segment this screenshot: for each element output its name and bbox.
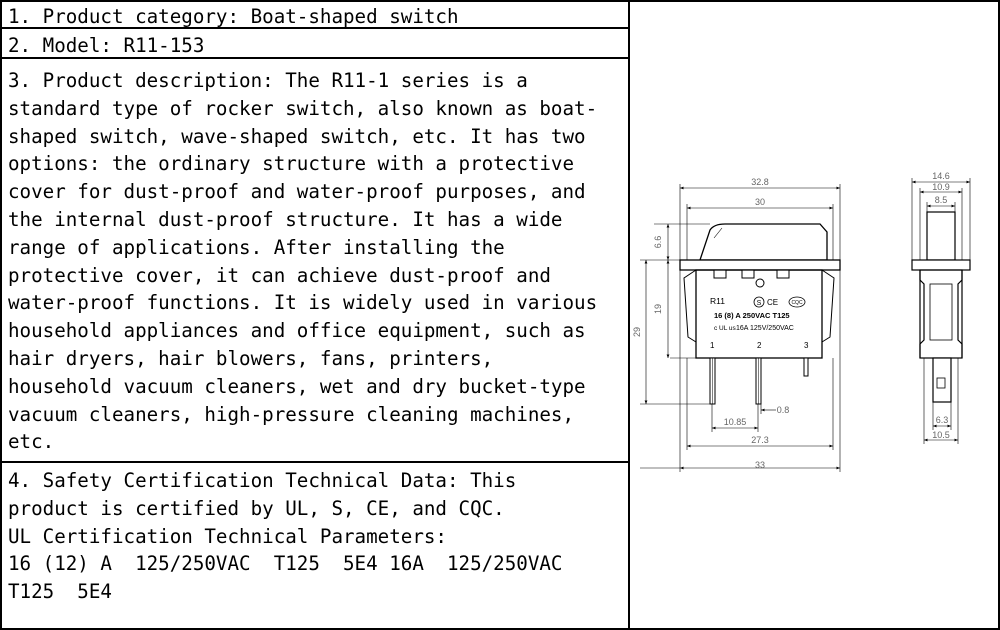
description-line: hair dryers, hair blowers, fans, printer…	[8, 346, 494, 370]
pin-label-3: 3	[804, 341, 809, 350]
front-markings: R11 S CE CQC 16 (8) A 250VAC T125 c UL u…	[710, 296, 809, 350]
front-dimension-labels: 32.8 30 6.6 19 29 10.85 0.8 27.3 33	[632, 177, 789, 470]
product-model: 2. Model: R11-153	[8, 34, 205, 57]
description-line: protective cover, it can achieve dust-pr…	[8, 263, 551, 287]
dim-side-body-width: 10.9	[932, 182, 950, 192]
dim-rocker-height: 6.6	[653, 236, 663, 249]
description-line: household vacuum cleaners, wet and dry b…	[8, 374, 586, 398]
dim-rocker-width: 8.5	[935, 195, 948, 205]
dim-pin-pitch: 10.85	[724, 417, 747, 427]
side-view	[911, 211, 971, 403]
indicator-circle	[755, 278, 765, 288]
description-line: water-proof functions. It is widely used…	[8, 291, 598, 315]
dim-terminal-width: 6.3	[936, 415, 949, 425]
dim-pin-thickness: 0.8	[777, 405, 790, 415]
description-line: household appliances and office equipmen…	[8, 319, 586, 343]
side-body	[919, 269, 963, 359]
description-line: cover for dust-proof and water-proof pur…	[8, 180, 586, 204]
product-category-row: 1. Product category: Boat-shaped switch	[2, 2, 628, 29]
rocker-shape	[699, 223, 828, 261]
marking-s: S	[757, 300, 762, 307]
safety-line: 4. Safety Certification Technical Data: …	[8, 469, 517, 492]
side-dimensions	[911, 178, 971, 444]
marking-model: R11	[710, 296, 725, 306]
safety-certification-row: 4. Safety Certification Technical Data: …	[2, 465, 628, 630]
safety-line: 16 (12) A 125/250VAC T125 5E4 16A 125/25…	[8, 552, 563, 576]
marking-rating-2: 16A 125V/250VAC	[736, 325, 794, 332]
dim-side-base-width: 10.5	[932, 430, 950, 440]
marking-ul: c UL us	[714, 325, 737, 332]
pin-label-1: 1	[710, 341, 715, 350]
flange-shape	[679, 259, 841, 271]
product-description-row: 3. Product description: The R11-1 series…	[2, 61, 628, 463]
description-line: etc.	[8, 430, 55, 454]
dim-overall-width: 32.8	[751, 177, 769, 187]
description-line: the internal dust-proof structure. It ha…	[8, 207, 563, 231]
marking-rating-1: 16 (8) A 250VAC T125	[714, 311, 790, 320]
description-line: shaped switch, wave-shaped switch, etc. …	[8, 124, 586, 148]
dim-flange-width: 14.6	[932, 171, 950, 181]
marking-ce: CE	[767, 298, 778, 307]
product-category: 1. Product category: Boat-shaped switch	[8, 5, 459, 28]
dim-base-width: 33	[755, 460, 765, 470]
pin-label-2: 2	[757, 341, 762, 350]
drawing-panel: R11 S CE CQC 16 (8) A 250VAC T125 c UL u…	[630, 0, 1000, 630]
dim-body-height: 19	[653, 304, 663, 314]
side-flange	[911, 259, 971, 271]
model-row: 2. Model: R11-153	[2, 31, 628, 59]
description-line: 3. Product description: The R11-1 series…	[8, 69, 528, 92]
description-line: standard type of rocker switch, also kno…	[8, 96, 598, 120]
terminals	[709, 357, 809, 405]
description-line: options: the ordinary structure with a p…	[8, 152, 575, 176]
dim-pin-span: 27.3	[751, 435, 769, 445]
front-dimensions	[640, 184, 841, 472]
safety-line: T125 5E4	[8, 580, 112, 604]
marking-cqc: CQC	[791, 300, 803, 306]
description-line: vacuum cleaners, high-pressure cleaning …	[8, 402, 575, 426]
side-dimension-labels: 14.6 10.9 8.5 6.3 10.5	[932, 171, 950, 440]
spec-table: 1. Product category: Boat-shaped switch …	[0, 0, 630, 630]
description-line: range of applications. After installing …	[8, 235, 505, 259]
dim-body-width: 30	[755, 197, 765, 207]
side-rocker	[926, 211, 956, 261]
front-view	[679, 223, 841, 405]
dim-total-height: 29	[632, 327, 642, 337]
switch-drawing: R11 S CE CQC 16 (8) A 250VAC T125 c UL u…	[632, 171, 971, 472]
safety-line: product is certified by UL, S, CE, and C…	[8, 496, 505, 520]
safety-line: UL Certification Technical Parameters:	[8, 524, 447, 548]
